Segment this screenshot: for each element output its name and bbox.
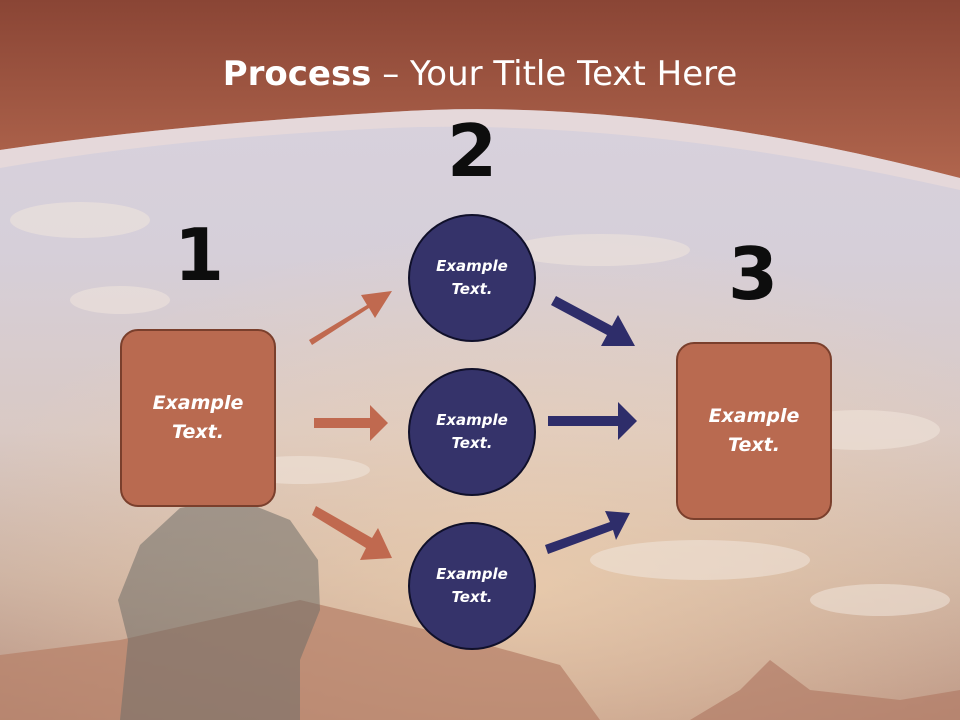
title-bold: Process [222,54,372,94]
arrow-to-middle-circle [314,405,388,441]
title-rest: – Your Title Text Here [371,54,738,94]
lion-statue [118,498,320,720]
arrow-from-top-circle [551,296,635,346]
step-2-circle-bottom-text: Example Text. [436,565,508,606]
step-number-1: 1 [173,213,225,297]
step-2-circle-top-text: Example Text. [436,257,508,298]
header-band-highlight [0,109,960,190]
step-number-3: 3 [727,232,779,316]
palace-roof-right [690,660,960,720]
header-band [0,0,960,178]
step-2-circle-bottom[interactable]: Example Text. [408,522,536,650]
slide-title: Process – Your Title Text Here [0,52,960,96]
arrow-from-middle-circle [548,402,637,440]
arrow-from-bottom-circle [545,511,630,554]
step-3-box[interactable]: Example Text. [676,342,832,520]
step-1-box[interactable]: Example Text. [120,329,276,507]
step-2-circle-middle-text: Example Text. [436,411,508,452]
step-1-text: Example Text. [152,392,244,443]
step-3-text: Example Text. [708,405,800,456]
step-2-circle-top[interactable]: Example Text. [408,214,536,342]
arrow-to-top-circle [309,291,392,345]
step-2-circle-middle[interactable]: Example Text. [408,368,536,496]
arrow-to-bottom-circle [312,506,392,560]
step-number-2: 2 [446,109,498,193]
